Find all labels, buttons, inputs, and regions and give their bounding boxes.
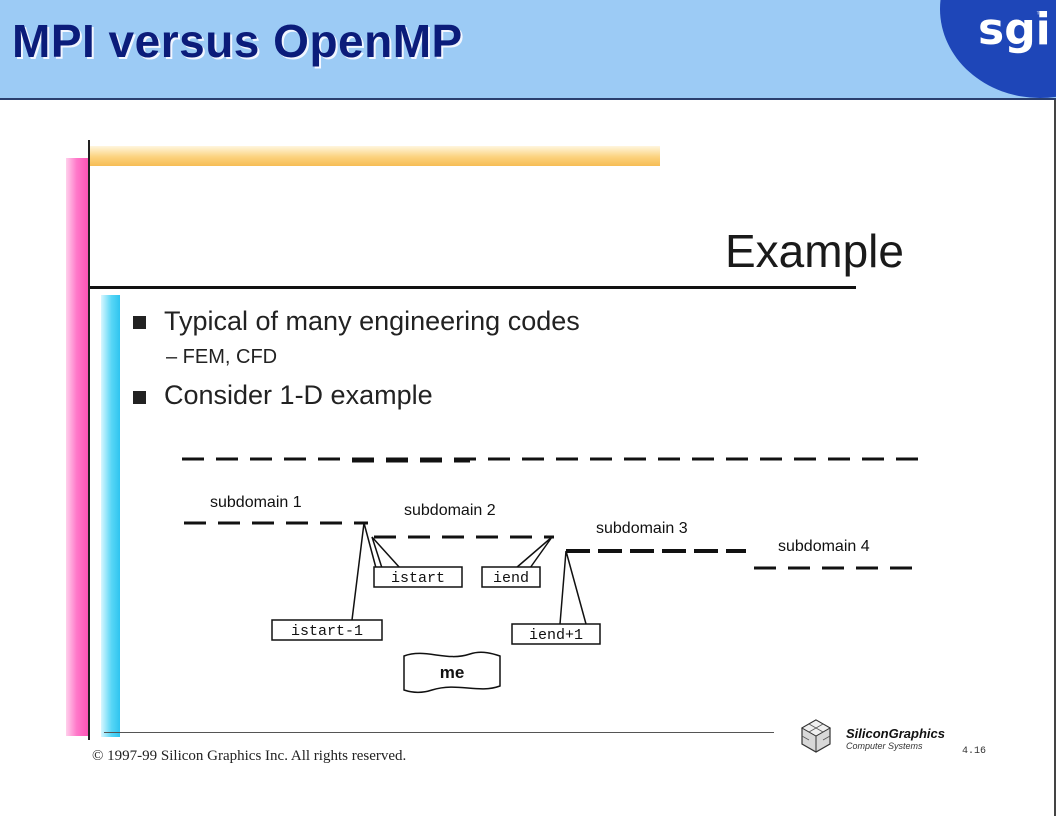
- orange-accent-bar: [90, 146, 660, 166]
- cyan-accent-bar: [101, 295, 120, 737]
- page-title: MPI versus OpenMP: [12, 15, 463, 67]
- pink-accent-bar: [66, 158, 90, 736]
- iend-box-label: iend: [493, 570, 529, 587]
- iend+1-box: [511, 623, 601, 645]
- subdomain-label: subdomain 1: [210, 494, 302, 511]
- sub-bullet-text: – FEM, CFD: [166, 346, 278, 368]
- subdomain-label: subdomain 2: [404, 502, 496, 519]
- istart-box: [373, 566, 463, 588]
- istart-box-label: istart: [391, 570, 445, 587]
- subdomain-label: subdomain 3: [596, 520, 688, 537]
- iend+1-pointer: [559, 550, 587, 625]
- bullet-text-1: Typical of many engineering codes: [164, 306, 580, 336]
- me-flag-label: me: [440, 663, 465, 682]
- page-number: 4.16: [962, 746, 987, 757]
- copyright-notice: © 1997-99 Silicon Graphics Inc. All righ…: [92, 748, 407, 764]
- company-subtitle: Computer Systems: [846, 741, 923, 751]
- silicon-graphics-cube-logo-icon: [800, 719, 832, 753]
- istart-1-pointer: [351, 522, 377, 621]
- domain-decomposition-diagram: subdomain 1 subdomain 2 subdomain 3 subd…: [182, 457, 920, 753]
- iend+1-box-label: iend+1: [529, 627, 583, 644]
- vertical-divider: [88, 140, 90, 740]
- bullet-text-2: Consider 1-D example: [164, 380, 433, 410]
- sgi-logo: sgi: [978, 4, 1051, 55]
- istart-pointer: [371, 536, 401, 569]
- istart-1-box: [271, 619, 383, 641]
- bullet-square-icon: [133, 391, 146, 404]
- title-underline: [90, 286, 856, 289]
- subdomain-label: subdomain 4: [778, 538, 870, 555]
- istart-1-box-label: istart-1: [291, 623, 363, 640]
- slide-title: Example: [725, 225, 904, 277]
- frame-border: [1054, 100, 1056, 816]
- iend-box: [481, 566, 541, 588]
- iend-pointer: [515, 536, 553, 569]
- slide-header: MPI versus OpenMP sgi ™: [0, 0, 1056, 100]
- trademark-mark: ™: [1036, 10, 1044, 19]
- company-name: SiliconGraphics: [846, 726, 945, 741]
- footer-divider: [104, 732, 774, 733]
- slide-content: Example Typical of many engineering code…: [0, 100, 1056, 816]
- me-flag-shape: [403, 651, 501, 694]
- bullet-square-icon: [133, 316, 146, 329]
